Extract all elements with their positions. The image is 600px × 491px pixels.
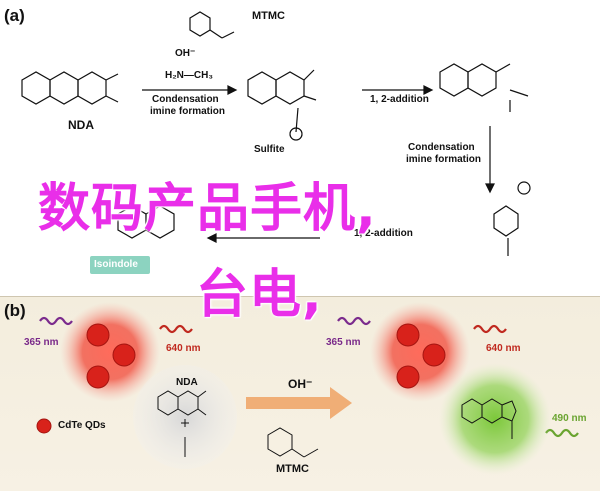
nda-label: NDA	[68, 118, 94, 132]
legend-qd-dot	[36, 418, 52, 434]
reaction-scheme-a	[21, 11, 531, 274]
qd-dot	[86, 365, 110, 389]
emission-label-left: 640 nm	[166, 343, 201, 354]
panel-b: (b)	[0, 296, 600, 491]
addition-label: 1, 2-addition	[370, 94, 429, 105]
isoindole-label: Isoindole	[94, 259, 138, 270]
excitation-wave-left	[39, 316, 73, 326]
imine-intermediate	[247, 69, 317, 141]
panel-a-label: (a)	[4, 6, 25, 25]
sulfite-label: Sulfite	[254, 144, 285, 155]
emission-wave-left	[159, 324, 193, 334]
isoindole-product-b	[461, 398, 517, 439]
excitation-label-left: 365 nm	[24, 337, 59, 348]
emission-label-right: 640 nm	[486, 343, 521, 354]
mtmc-label-b: MTMC	[276, 463, 309, 475]
oh-label: OH⁻	[175, 48, 196, 59]
nda-molecule	[21, 71, 119, 105]
red-glow-right	[370, 302, 470, 402]
mtmc-label: MTMC	[252, 10, 285, 22]
qd-dot	[422, 343, 446, 367]
green-glow	[439, 363, 551, 475]
qd-dot	[112, 343, 136, 367]
nda-molecule-b	[157, 390, 207, 457]
methylamine-label: H₂N—CH₃	[165, 70, 213, 81]
adduct-molecule	[439, 63, 529, 112]
mtmc-molecule-b	[267, 427, 319, 458]
addition2-label: 1, 2-addition	[354, 228, 413, 239]
grey-glow	[133, 365, 237, 469]
red-glow-left	[60, 302, 160, 402]
reaction-arrow-b	[246, 387, 352, 419]
qd-dot	[396, 365, 420, 389]
excitation-label-right: 365 nm	[326, 337, 361, 348]
mtmc-molecule-top	[189, 11, 235, 39]
nda-label-b: NDA	[176, 377, 198, 388]
emission-wave-right	[473, 324, 507, 334]
excitation-wave-right	[337, 316, 371, 326]
emission-wave-green	[545, 428, 579, 438]
isoindole-highlight	[90, 256, 150, 274]
oh-label-b: OH⁻	[288, 377, 313, 391]
condensation-label: Condensation	[152, 94, 219, 105]
panel-a: (a)	[4, 6, 531, 274]
isoindole-molecule	[117, 205, 175, 239]
panel-b-label: (b)	[4, 301, 26, 320]
imine-formation2-label: imine formation	[406, 154, 482, 165]
imine-formation-label: imine formation	[150, 106, 226, 117]
sensing-scheme-b	[36, 302, 579, 475]
watermark-line2: 台电,	[196, 265, 323, 325]
watermark-line1: 数码产品手机,	[38, 179, 377, 239]
qd-dot	[396, 323, 420, 347]
qd-dot	[86, 323, 110, 347]
condensation2-label: Condensation	[408, 142, 475, 153]
emission-label-green: 490 nm	[552, 413, 587, 424]
sulfonate-product	[493, 181, 531, 256]
legend-label: CdTe QDs	[58, 420, 106, 431]
